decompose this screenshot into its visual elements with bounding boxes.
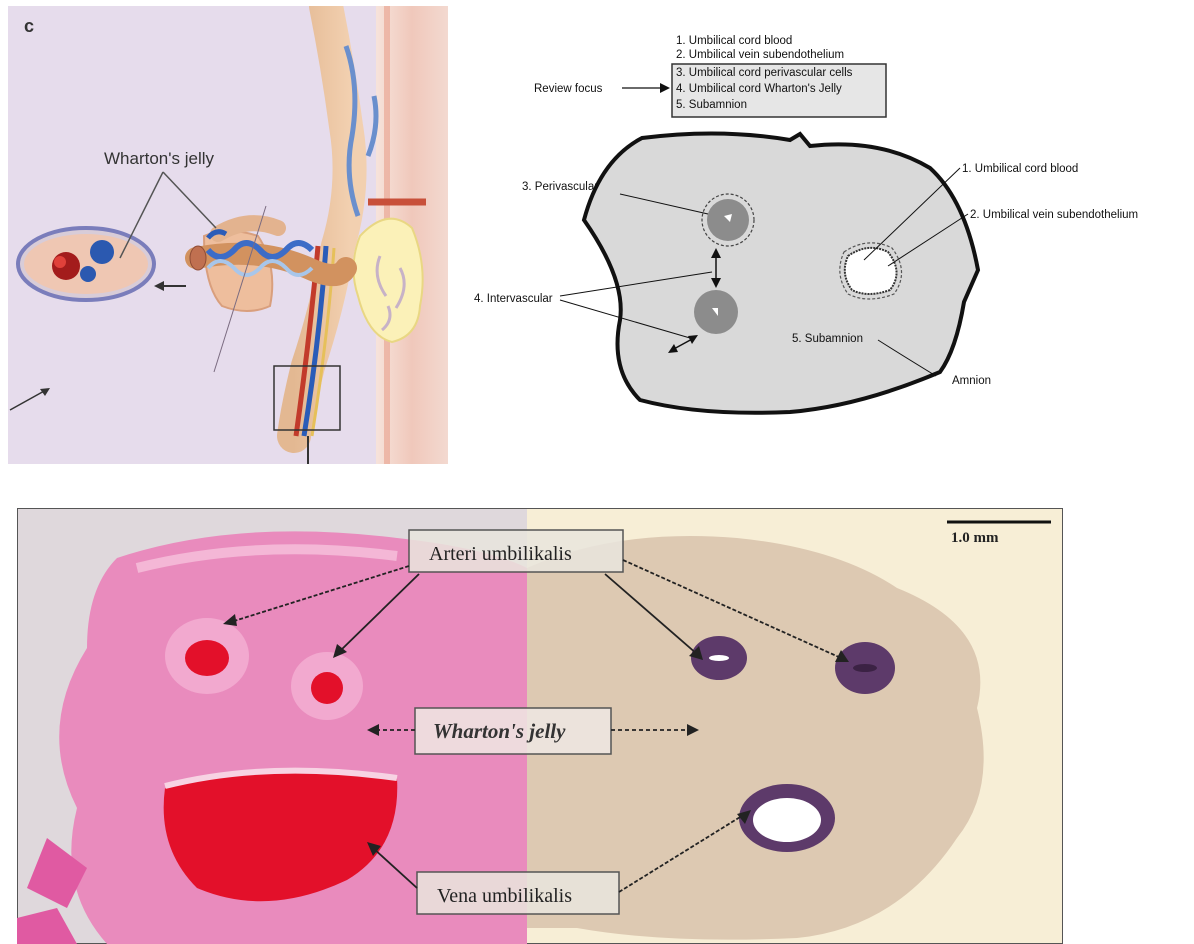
umbilical-vein [845,248,897,294]
cord-blood-label: 1. Umbilical cord blood [962,163,1078,175]
list-item-3: 3. Umbilical cord perivascular cells [676,67,853,79]
review-focus-label: Review focus [534,83,603,95]
schematic-panel: 1. Umbilical cord blood 2. Umbilical vei… [460,20,1190,430]
histology-panel: 1.0 mm Arteri umbilikalis Wharton's jell… [17,508,1063,944]
cord-illustration: c Wharton's jelly [8,6,448,464]
intervascular-label: 4. Intervascular [474,293,553,305]
he-artery-left [185,640,229,676]
cord-schematic: 1. Umbilical cord blood 2. Umbilical vei… [460,20,1190,430]
list-item-4: 4. Umbilical cord Wharton's Jelly [676,83,842,95]
scale-label: 1.0 mm [951,530,999,546]
cord-cross-section [584,133,978,412]
list-item-2: 2. Umbilical vein subendothelium [676,49,844,61]
wharton-jelly-histology-label: Wharton's jelly [433,719,566,743]
histology-image: 1.0 mm Arteri umbilikalis Wharton's jell… [17,508,1063,944]
vena-label: Vena umbilikalis [437,885,572,907]
amnion-label: Amnion [952,375,991,387]
cross-section-icon [18,228,154,300]
illustration-panel: c Wharton's jelly [8,6,448,464]
he-artery-right [311,672,343,704]
list-item-1: 1. Umbilical cord blood [676,35,792,47]
diagonal-arrow-icon [10,390,46,410]
subamnion-label: 5. Subamnion [792,333,863,345]
arteri-label: Arteri umbilikalis [429,543,572,565]
vein-subendothelium-label: 2. Umbilical vein subendothelium [970,209,1138,221]
wharton-jelly-label: Wharton's jelly [104,149,215,168]
perivascular-label: 3. Perivascular [522,181,598,193]
list-item-5: 5. Subamnion [676,99,747,111]
panel-letter: c [24,16,34,36]
